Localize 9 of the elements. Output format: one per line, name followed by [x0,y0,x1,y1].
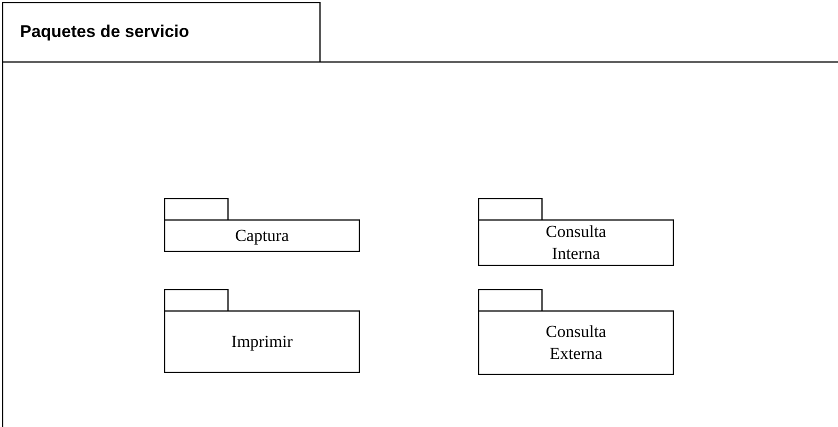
package-name: Captura [234,225,290,247]
package-name: Imprimir [230,331,294,353]
package-name: Consulta Interna [544,221,608,265]
package-box [164,198,360,252]
package-name: Paquetes de servicio [20,21,190,44]
package-box [478,289,674,375]
package-name: Consulta Externa [544,321,608,365]
package-box [164,289,360,373]
package-box [478,198,674,266]
